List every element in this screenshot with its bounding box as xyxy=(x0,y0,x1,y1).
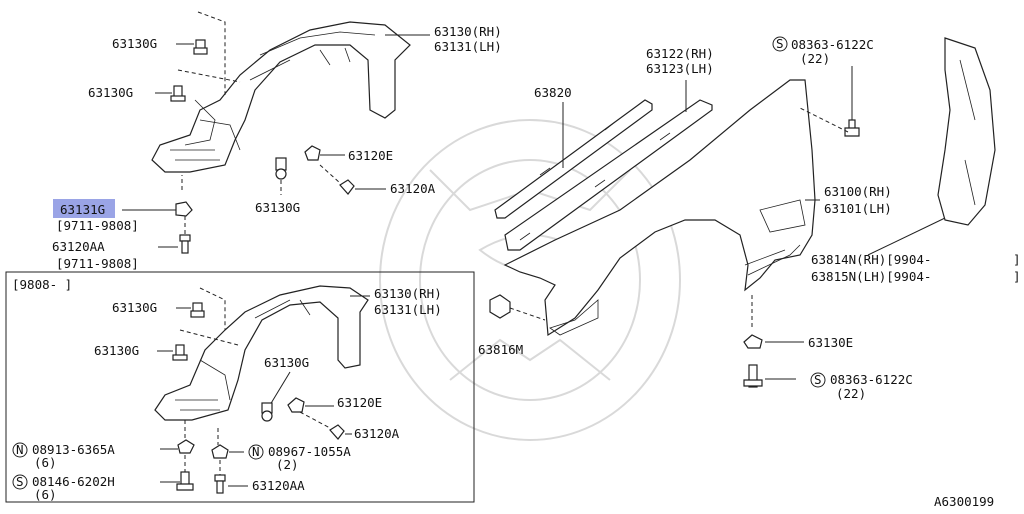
nut-inset-icon[interactable] xyxy=(177,439,195,454)
label-seal-lh: 63123(LH) xyxy=(646,61,714,76)
fender-panel[interactable] xyxy=(503,79,816,337)
watermark-emblem xyxy=(379,119,681,441)
label-clip-aa-top: 63120AA xyxy=(52,239,105,254)
leader-clip-g1-inset xyxy=(199,287,226,330)
circle-s-top-icon xyxy=(772,36,788,52)
label-guard-lh: 63815N(LH)[9904- xyxy=(811,269,931,284)
leader-clip-g2-inset xyxy=(179,329,239,346)
label-inset-date: [9808- ] xyxy=(12,277,72,292)
label-nut: 08913-6365A xyxy=(32,442,115,457)
circle-n-2-icon xyxy=(248,444,264,460)
leader-clip-g3-inset xyxy=(269,371,291,406)
leader-guard xyxy=(867,217,946,256)
clip-e-top-icon[interactable] xyxy=(304,145,321,161)
label-clip-aa-date: [9711-9808] xyxy=(56,256,139,271)
label-fender-lh: 63101(LH) xyxy=(824,201,892,216)
circle-n-2-letter: N xyxy=(252,444,260,459)
label-liner-rh-inset: 63130(RH) xyxy=(374,286,442,301)
circle-s-inset-icon xyxy=(12,474,28,490)
label-bolt-top: 08363-6122C xyxy=(791,37,874,52)
fender-liner-inset[interactable] xyxy=(154,285,369,421)
label-clip-g1-inset: 63130G xyxy=(112,300,157,315)
inset-box xyxy=(5,271,475,503)
clip-aa-top-icon[interactable] xyxy=(179,234,191,254)
circle-s-bottom-icon xyxy=(810,372,826,388)
label-clip-e-right: 63130E xyxy=(808,335,853,350)
leader-clip-g1-top xyxy=(197,11,226,95)
clip-g3-inset-icon[interactable] xyxy=(261,402,273,422)
fender-seal-strip[interactable] xyxy=(504,99,713,251)
highlight-box[interactable] xyxy=(53,199,115,218)
label-clip-g1-top: 63130G xyxy=(112,36,157,51)
label-clip-g3-inset: 63130G xyxy=(264,355,309,370)
label-clip-a-top: 63120A xyxy=(390,181,436,196)
diagram-id: A6300199 xyxy=(934,494,994,509)
nut-b-inset-icon[interactable] xyxy=(211,444,229,459)
fender-liner-top[interactable] xyxy=(151,21,411,173)
label-guard-rh: 63814N(RH)[9904- xyxy=(811,252,931,267)
label-clip-g2-top: 63130G xyxy=(88,85,133,100)
circle-s-bottom-letter: S xyxy=(814,372,822,387)
label-fender-rh: 63100(RH) xyxy=(824,184,892,199)
label-clip-aa-inset: 63120AA xyxy=(252,478,305,493)
clip-g-highlight-icon[interactable] xyxy=(175,201,193,217)
label-bolt-bottom: 08363-6122C xyxy=(830,372,913,387)
label-clip-g3-top: 63130G xyxy=(255,200,300,215)
clip-a-inset-icon[interactable] xyxy=(329,424,345,440)
bolt-bottom-icon[interactable] xyxy=(743,364,763,388)
leader-clip-a-dash xyxy=(319,164,341,184)
label-bolt-top-qty: (22) xyxy=(800,51,830,66)
circle-s-inset-letter: S xyxy=(16,474,24,489)
label-seal-rh: 63122(RH) xyxy=(646,46,714,61)
bolt-inset-icon[interactable] xyxy=(176,471,194,491)
clip-g2-top-icon[interactable] xyxy=(170,85,186,102)
label-clip-a-inset: 63120A xyxy=(354,426,400,441)
leader-clip-g2-top xyxy=(177,69,241,83)
label-clip-g2-inset: 63130G xyxy=(94,343,139,358)
label-highlight-part: 63131G xyxy=(60,202,105,217)
label-guard-bracket-lh: ] xyxy=(1013,269,1021,284)
clip-e-inset-icon[interactable] xyxy=(287,397,305,413)
label-liner-lh-top: 63131(LH) xyxy=(434,39,502,54)
circle-n-1-icon xyxy=(12,442,28,458)
label-bolt-inset: 08146-6202H xyxy=(32,474,115,489)
label-nut-b: 08967-1055A xyxy=(268,444,351,459)
circle-n-1-letter: N xyxy=(16,442,24,457)
label-nut-b-qty: (2) xyxy=(276,457,299,472)
clip-g1-top-icon[interactable] xyxy=(193,39,208,55)
bolt-top-icon[interactable] xyxy=(844,119,860,137)
label-bolt-bottom-qty: (22) xyxy=(836,386,866,401)
circle-s-top-letter: S xyxy=(776,36,784,51)
clip-e-right-icon[interactable] xyxy=(743,334,763,349)
mud-guard-panel[interactable] xyxy=(937,37,996,226)
label-clip-e-top: 63120E xyxy=(348,148,393,163)
label-highlight-date: [9711-9808] xyxy=(56,218,139,233)
clip-a-top-icon[interactable] xyxy=(339,179,355,195)
label-liner-lh-inset: 63131(LH) xyxy=(374,302,442,317)
clip-aa-inset-icon[interactable] xyxy=(214,474,226,494)
label-bolt-inset-qty: (6) xyxy=(34,487,57,502)
label-strip: 63820 xyxy=(534,85,572,100)
label-guard-bracket-rh: ] xyxy=(1013,252,1021,267)
clip-g1-inset-icon[interactable] xyxy=(190,302,205,318)
label-clip-e-inset: 63120E xyxy=(337,395,382,410)
label-nut-qty: (6) xyxy=(34,455,57,470)
leader-block xyxy=(509,307,546,321)
fender-strip-63820[interactable] xyxy=(494,99,653,219)
clip-g2-inset-icon[interactable] xyxy=(172,344,188,361)
label-block: 63816M xyxy=(478,342,523,357)
label-liner-rh-top: 63130(RH) xyxy=(434,24,502,39)
clip-g3-top-icon[interactable] xyxy=(275,157,287,180)
leader-bolt-top-dash xyxy=(799,107,849,133)
leader-clip-a-inset-dash xyxy=(299,411,331,429)
block-63816m-icon[interactable] xyxy=(489,294,511,319)
